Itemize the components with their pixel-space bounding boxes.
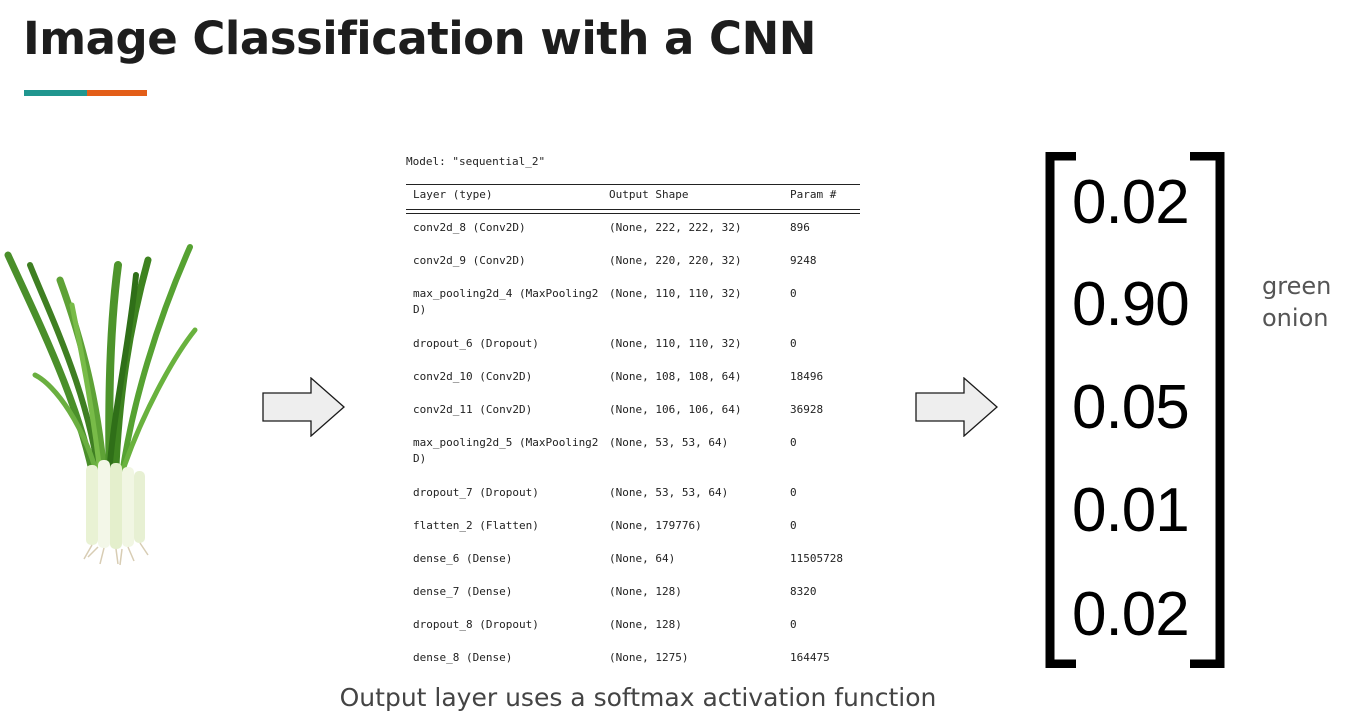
summary-output-shape: (None, 179776) [609,519,702,532]
predicted-label: green onion [1262,272,1332,332]
slide-title: Image Classification with a CNN [23,12,816,65]
summary-output-shape: (None, 110, 110, 32) [609,287,742,300]
summary-param-count: 11505728 [790,552,843,565]
summary-layer-name: conv2d_9 (Conv2D) [413,254,526,267]
onion-roots [83,542,149,566]
summary-param-count: 0 [790,337,797,350]
summary-output-shape: (None, 128) [609,585,682,598]
slide-caption: Output layer uses a softmax activation f… [339,683,937,712]
summary-output-shape: (None, 108, 108, 64) [609,370,742,383]
summary-param-count: 8320 [790,585,817,598]
summary-rule-top [406,184,860,185]
output-value: 0.02 [1072,580,1190,649]
title-underline-orange [87,90,147,96]
header-param-count: Param # [790,188,837,201]
summary-layer-name: dense_6 (Dense) [413,552,513,565]
summary-param-count: 9248 [790,254,817,267]
output-value: 0.05 [1072,373,1190,442]
summary-param-count: 0 [790,486,797,499]
summary-param-count: 0 [790,436,797,449]
summary-rule-double [406,209,860,214]
summary-layer-name: conv2d_11 (Conv2D) [413,403,533,416]
summary-output-shape: (None, 1275) [609,651,689,664]
output-value: 0.90 [1072,270,1190,339]
output-value: 0.02 [1072,168,1190,237]
summary-output-shape: (None, 64) [609,552,676,565]
summary-output-shape: (None, 106, 106, 64) [609,403,742,416]
summary-param-count: 18496 [790,370,824,383]
summary-output-shape: (None, 222, 222, 32) [609,221,742,234]
summary-param-count: 36928 [790,403,824,416]
onion-leaves [4,244,198,494]
summary-output-shape: (None, 220, 220, 32) [609,254,742,267]
summary-layer-name: dropout_8 (Dropout) [413,618,539,631]
summary-layer-name: dropout_6 (Dropout) [413,337,539,350]
output-value: 0.01 [1072,476,1190,545]
right-arrow-icon [262,377,345,437]
summary-layer-name: max_pooling2d_4 (MaxPooling2D) [413,287,599,316]
summary-layer-name: conv2d_8 (Conv2D) [413,221,526,234]
output-vector-brackets [1045,152,1225,668]
summary-param-count: 0 [790,287,797,300]
summary-layer-name: dropout_7 (Dropout) [413,486,539,499]
summary-param-count: 896 [790,221,810,234]
summary-output-shape: (None, 128) [609,618,682,631]
header-output-shape: Output Shape [609,188,689,201]
summary-output-shape: (None, 53, 53, 64) [609,486,729,499]
summary-layer-name: flatten_2 (Flatten) [413,519,539,532]
title-underline-teal [24,90,87,96]
model-summary: Model: "sequential_2" Layer (type) Outpu… [405,150,875,680]
bracket-left-icon [1045,152,1076,668]
summary-layer-name: conv2d_10 (Conv2D) [413,370,533,383]
summary-output-shape: (None, 53, 53, 64) [609,436,729,449]
summary-layer-name: dense_8 (Dense) [413,651,513,664]
summary-layer-name: max_pooling2d_5 (MaxPooling2D) [413,436,599,465]
summary-layer-name: dense_7 (Dense) [413,585,513,598]
model-name: Model: "sequential_2" [406,155,546,168]
right-arrow-icon [915,377,998,437]
bracket-right-icon [1190,152,1225,668]
green-onion-image [4,244,198,566]
summary-param-count: 164475 [790,651,830,664]
summary-param-count: 0 [790,618,797,631]
summary-param-count: 0 [790,519,797,532]
header-layer: Layer (type) [413,188,493,201]
summary-output-shape: (None, 110, 110, 32) [609,337,742,350]
onion-stalks [86,460,145,549]
